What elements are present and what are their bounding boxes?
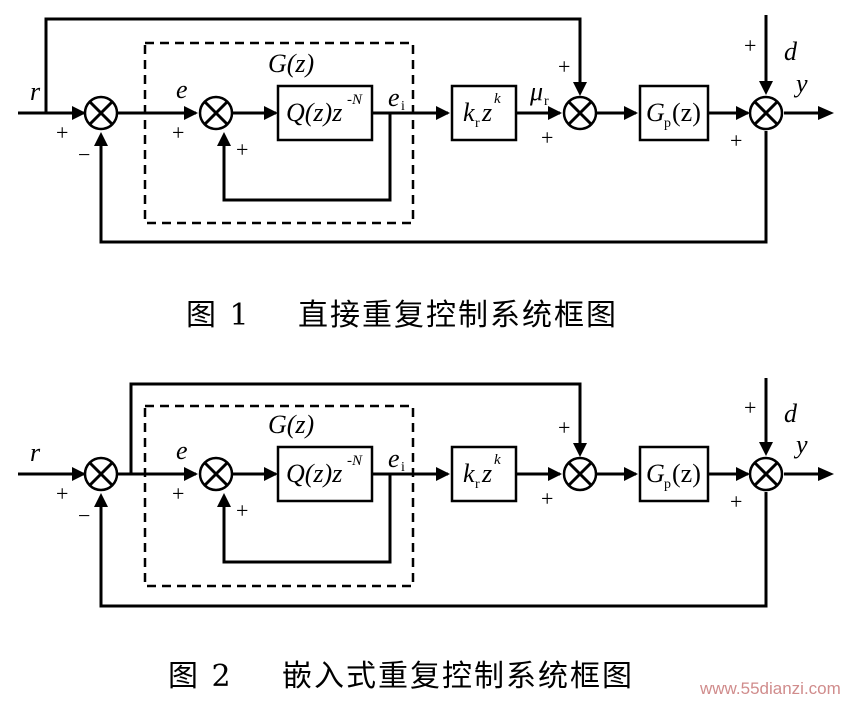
summer-4 bbox=[748, 95, 784, 131]
block-gp-sub: p bbox=[664, 477, 671, 492]
watermark-text: www.55dianzi.com bbox=[699, 679, 841, 698]
summer-3 bbox=[562, 456, 598, 492]
sign-plus: + bbox=[730, 489, 742, 514]
block-kr-sup: k bbox=[494, 91, 501, 107]
signal-y: y bbox=[793, 430, 808, 459]
block-kr-sub: r bbox=[475, 477, 480, 492]
block-kr-z: z bbox=[481, 98, 492, 127]
block-gp-label: G bbox=[646, 459, 665, 488]
signal-ei-sub: i bbox=[401, 99, 405, 114]
block-gp-label: G bbox=[646, 98, 665, 127]
summer-1 bbox=[83, 95, 119, 131]
signal-r: r bbox=[30, 438, 41, 467]
signal-mu-sub: r bbox=[544, 94, 549, 109]
block-gp-tail: (z) bbox=[672, 459, 701, 488]
sign-plus: + bbox=[56, 120, 68, 145]
sign-plus: + bbox=[172, 120, 184, 145]
summer-4 bbox=[748, 456, 784, 492]
block-kr-sub: r bbox=[475, 116, 480, 131]
signal-e: e bbox=[176, 436, 188, 465]
sign-plus: + bbox=[56, 481, 68, 506]
sign-plus: + bbox=[172, 481, 184, 506]
block-q-z-label: Q(z)z bbox=[286, 98, 342, 127]
signal-ei: e bbox=[388, 83, 400, 112]
signal-ei-sub: i bbox=[401, 460, 405, 475]
figure-1-caption-number: 图 1 bbox=[186, 298, 251, 333]
signal-d: d bbox=[784, 399, 798, 428]
sign-plus: + bbox=[541, 486, 553, 511]
signal-ei: e bbox=[388, 444, 400, 473]
sign-plus: + bbox=[730, 128, 742, 153]
g-z-label: G(z) bbox=[268, 49, 314, 78]
signal-e: e bbox=[176, 75, 188, 104]
block-kr-sup: k bbox=[494, 452, 501, 468]
signal-d: d bbox=[784, 37, 798, 66]
summer-2 bbox=[198, 456, 234, 492]
block-kr-z: z bbox=[481, 459, 492, 488]
block-kr-zk bbox=[450, 84, 518, 142]
sign-plus: + bbox=[558, 415, 570, 440]
block-q-z-sup: -N bbox=[347, 92, 363, 108]
figure-2: G(z) bbox=[18, 378, 834, 694]
sign-plus: + bbox=[541, 125, 553, 150]
g-z-label: G(z) bbox=[268, 410, 314, 439]
block-q-z-sup: -N bbox=[347, 453, 363, 469]
block-gp-z bbox=[638, 84, 710, 142]
sign-plus: + bbox=[744, 395, 756, 420]
block-kr-zk bbox=[450, 445, 518, 503]
summer-1 bbox=[83, 456, 119, 492]
sign-plus: + bbox=[236, 498, 248, 523]
sign-minus: − bbox=[78, 142, 90, 167]
figure-2-caption-text: 嵌入式重复控制系统框图 bbox=[282, 659, 634, 694]
signal-r: r bbox=[30, 77, 41, 106]
block-q-z bbox=[276, 84, 374, 142]
figure-2-caption-number: 图 2 bbox=[168, 659, 233, 694]
sign-minus: − bbox=[78, 503, 90, 528]
sign-plus: + bbox=[236, 137, 248, 162]
signal-mu: μ bbox=[529, 77, 543, 106]
sign-plus: + bbox=[558, 54, 570, 79]
summer-2 bbox=[198, 95, 234, 131]
block-kr-label: k bbox=[463, 459, 475, 488]
summer-3 bbox=[562, 95, 598, 131]
signal-y: y bbox=[793, 69, 808, 98]
block-gp-z bbox=[638, 445, 710, 503]
block-q-z bbox=[276, 445, 374, 503]
block-gp-sub: p bbox=[664, 116, 671, 131]
figure-1: G(z) bbox=[18, 15, 834, 333]
block-kr-label: k bbox=[463, 98, 475, 127]
figure-1-caption-text: 直接重复控制系统框图 bbox=[298, 298, 618, 333]
block-gp-tail: (z) bbox=[672, 98, 701, 127]
block-q-z-label: Q(z)z bbox=[286, 459, 342, 488]
sign-plus: + bbox=[744, 33, 756, 58]
